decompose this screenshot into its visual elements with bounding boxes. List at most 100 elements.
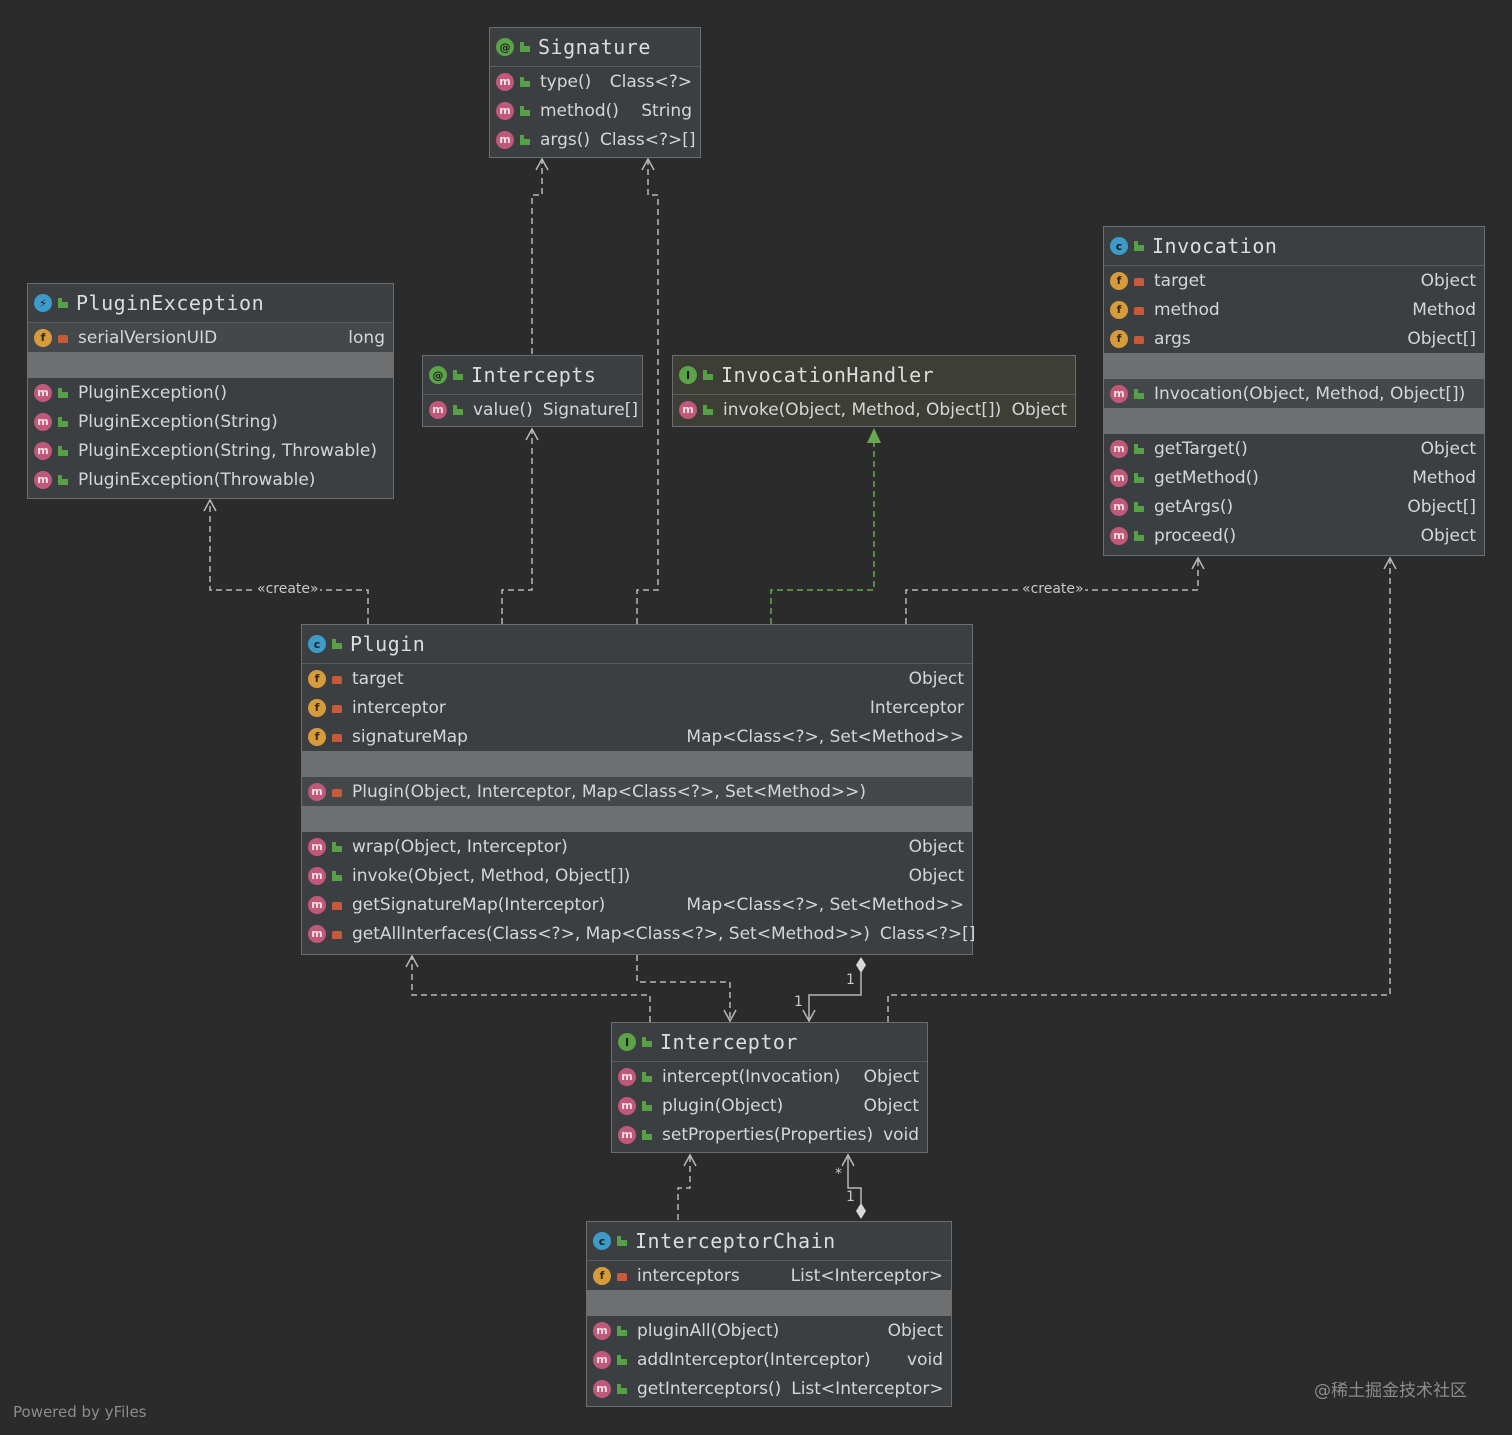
method-icon: m [1110, 497, 1128, 516]
diamond-plugin [856, 957, 866, 973]
public-icon [332, 639, 342, 649]
public-icon [642, 1100, 652, 1111]
class-header: @ Signature [490, 28, 700, 67]
arrowhead-interceptor-a [723, 1009, 737, 1023]
method-icon: m [429, 400, 447, 419]
method-icon: m [496, 101, 514, 120]
class-header: I InvocationHandler [673, 356, 1075, 395]
public-icon [58, 474, 68, 485]
member-type: Object [908, 668, 964, 689]
public-icon [703, 370, 713, 380]
method-icon: m [618, 1096, 636, 1115]
member-type: void [907, 1349, 943, 1370]
class-header: c Invocation [1104, 227, 1484, 266]
member-name: method [1154, 299, 1220, 320]
member-name: args() [540, 129, 591, 150]
field-icon: f [308, 698, 326, 717]
method-icon: m [308, 782, 326, 801]
field-icon: f [593, 1266, 611, 1285]
class-title: Interceptor [660, 1030, 798, 1054]
method-icon: m [496, 130, 514, 149]
public-icon [1134, 241, 1144, 251]
public-icon [332, 841, 342, 852]
watermark: @稀土掘金技术社区 [1314, 1381, 1467, 1401]
multiplicity-label: * [835, 1166, 842, 1182]
class-title: InterceptorChain [635, 1229, 836, 1253]
class-title: PluginException [76, 291, 265, 315]
member-name: getTarget() [1154, 438, 1248, 459]
member-name: target [1154, 270, 1206, 291]
class-title: Signature [538, 35, 651, 59]
field-icon: f [1110, 329, 1128, 348]
arrowhead-signature-left [535, 157, 549, 171]
class-icon: c [308, 635, 326, 653]
member-type: Object [887, 1320, 943, 1341]
powered-by-label: Powered by yFiles [13, 1403, 147, 1421]
member-type: String [641, 100, 692, 121]
private-lock-icon [1134, 306, 1144, 315]
section-separator [302, 806, 972, 832]
private-lock-icon [58, 334, 68, 343]
class-header: @ Intercepts [423, 356, 642, 395]
field-icon: f [308, 669, 326, 688]
class-icon: c [593, 1232, 611, 1250]
private-lock-icon [332, 788, 342, 797]
public-icon [617, 1236, 627, 1246]
member-type: Object[] [1407, 496, 1476, 517]
method-icon: m [34, 383, 52, 402]
arrowhead-signature-right [641, 157, 655, 171]
public-icon [520, 134, 530, 145]
interface-icon: I [679, 366, 697, 384]
member-name: signatureMap [352, 726, 468, 747]
arrowhead-interceptor-chain-a [683, 1153, 697, 1167]
interface-icon: I [618, 1033, 636, 1051]
public-icon [1134, 501, 1144, 512]
member-type: Map<Class<?>, Set<Method>> [686, 894, 964, 915]
private-lock-icon [617, 1272, 627, 1281]
method-icon: m [618, 1125, 636, 1144]
method-icon: m [34, 412, 52, 431]
member-name: type() [540, 71, 592, 92]
